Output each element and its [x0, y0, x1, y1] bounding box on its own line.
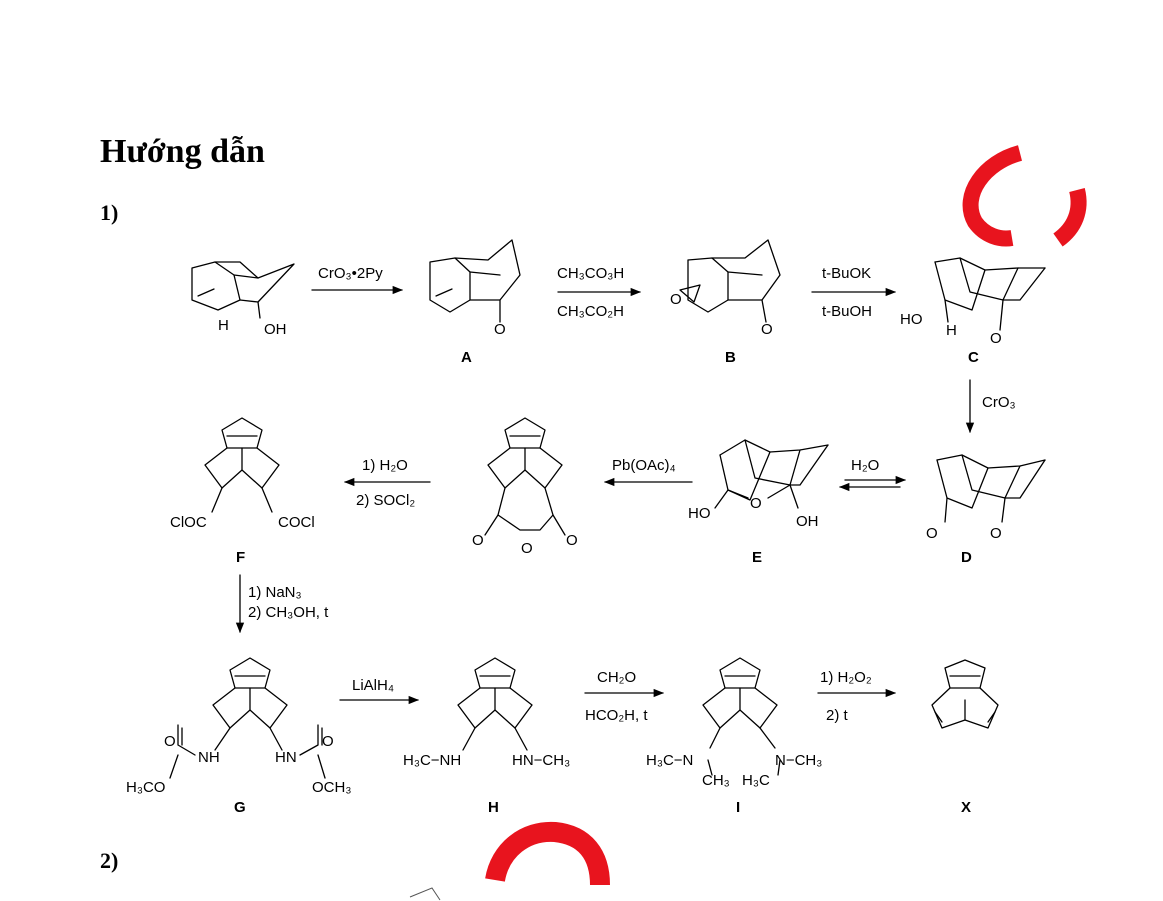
atom-G-O1: O	[164, 733, 176, 750]
reagent-labels: CrO₃•2Py CH₃CO₃H CH₃CO₂H t-BuOK t-BuOH C…	[248, 265, 1016, 724]
partial-structure-line	[409, 887, 441, 901]
atom-F-left: ClOC	[170, 514, 207, 531]
reagent-step11-a: 1) H₂O₂	[820, 669, 872, 686]
compound-D-structure	[936, 454, 1046, 523]
reagent-step1: CrO₃•2Py	[318, 265, 383, 282]
reagent-step11-b: 2) t	[826, 707, 849, 724]
compound-I-structure	[702, 657, 781, 776]
reagent-step9: LiAlH₄	[352, 677, 394, 694]
starting-alcohol-structure	[191, 261, 295, 319]
label-D: D	[961, 549, 972, 566]
section-number-2: 2)	[100, 848, 119, 873]
atom-G-HN2: HN	[275, 749, 297, 766]
reagent-step5: H₂O	[851, 457, 879, 474]
reagent-step2-bottom: CH₃CO₂H	[557, 303, 624, 320]
atom-G-H3CO: H₃CO	[126, 779, 165, 796]
compound-X-structure	[931, 659, 999, 729]
reaction-arrows	[235, 285, 975, 705]
compound-G-structure	[169, 657, 326, 779]
atom-start-H: H	[218, 317, 229, 334]
atom-anh-O3: O	[566, 532, 578, 549]
atom-anh-O1: O	[472, 532, 484, 549]
compound-A-structure	[429, 239, 521, 323]
label-G: G	[234, 799, 246, 816]
label-H: H	[488, 799, 499, 816]
reagent-step2-top: CH₃CO₃H	[557, 265, 624, 282]
reagent-step3-bottom: t-BuOH	[822, 303, 872, 320]
atom-E-OH: OH	[796, 513, 819, 530]
atom-start-OH: OH	[264, 321, 287, 338]
reagent-step7-b: 2) SOCl₂	[356, 492, 415, 509]
atom-G-OCH3: OCH₃	[312, 779, 351, 796]
atom-B-O: O	[761, 321, 773, 338]
atom-C-HO: HO	[900, 311, 923, 328]
label-F: F	[236, 549, 245, 566]
label-E: E	[752, 549, 762, 566]
anhydride-structure	[484, 417, 566, 536]
reagent-step8-a: 1) NaN₃	[248, 584, 302, 601]
atom-H-left: H₃C−NH	[403, 752, 461, 769]
atom-C-O: O	[990, 330, 1002, 347]
atom-D-O1: O	[926, 525, 938, 542]
compound-H-structure	[457, 657, 533, 751]
compound-F-structure	[204, 417, 280, 513]
atom-E-HO: HO	[688, 505, 711, 522]
reagent-step10-top: CH₂O	[597, 669, 636, 686]
atom-anh-O2: O	[521, 540, 533, 557]
compound-C-structure	[934, 257, 1046, 331]
atom-D-O2: O	[990, 525, 1002, 542]
compound-labels: A B C D E F G H I X	[234, 349, 979, 816]
label-B: B	[725, 349, 736, 366]
atom-G-NH1: NH	[198, 749, 220, 766]
label-X: X	[961, 799, 971, 816]
reagent-step3-top: t-BuOK	[822, 265, 871, 282]
label-A: A	[461, 349, 472, 366]
reagent-step10-bottom: HCO₂H, t	[585, 707, 648, 724]
atom-H-right: HN−CH₃	[512, 752, 570, 769]
atom-I-CH3-a: CH₃	[702, 772, 730, 789]
compound-E-structure	[714, 439, 829, 509]
label-I: I	[736, 799, 740, 816]
section-number-1: 1)	[100, 200, 119, 225]
atom-I-N-right: N−CH₃	[775, 752, 822, 769]
red-circle-mark-top	[962, 145, 1087, 247]
reagent-step4: CrO₃	[982, 394, 1016, 411]
atom-C-H: H	[946, 322, 957, 339]
page-title: Hướng dẫn	[100, 133, 265, 170]
red-circle-mark-bottom	[485, 821, 610, 886]
atom-E-O: O	[750, 495, 762, 512]
label-C: C	[968, 349, 979, 366]
reagent-step7-a: 1) H₂O	[362, 457, 408, 474]
atom-G-O2: O	[322, 733, 334, 750]
atom-labels: H OH O O O HO H O O O HO O OH O O O ClOC…	[126, 291, 1002, 796]
atom-A-O: O	[494, 321, 506, 338]
compound-B-structure	[679, 239, 781, 323]
atom-F-right: COCl	[278, 514, 315, 531]
reagent-step8-b: 2) CH₃OH, t	[248, 604, 329, 621]
atom-B-epoxide-O: O	[670, 291, 682, 308]
reagent-step6: Pb(OAc)₄	[612, 457, 676, 474]
atom-I-H3C-b: H₃C	[742, 772, 770, 789]
atom-I-H3C-left: H₃C−N	[646, 752, 693, 769]
